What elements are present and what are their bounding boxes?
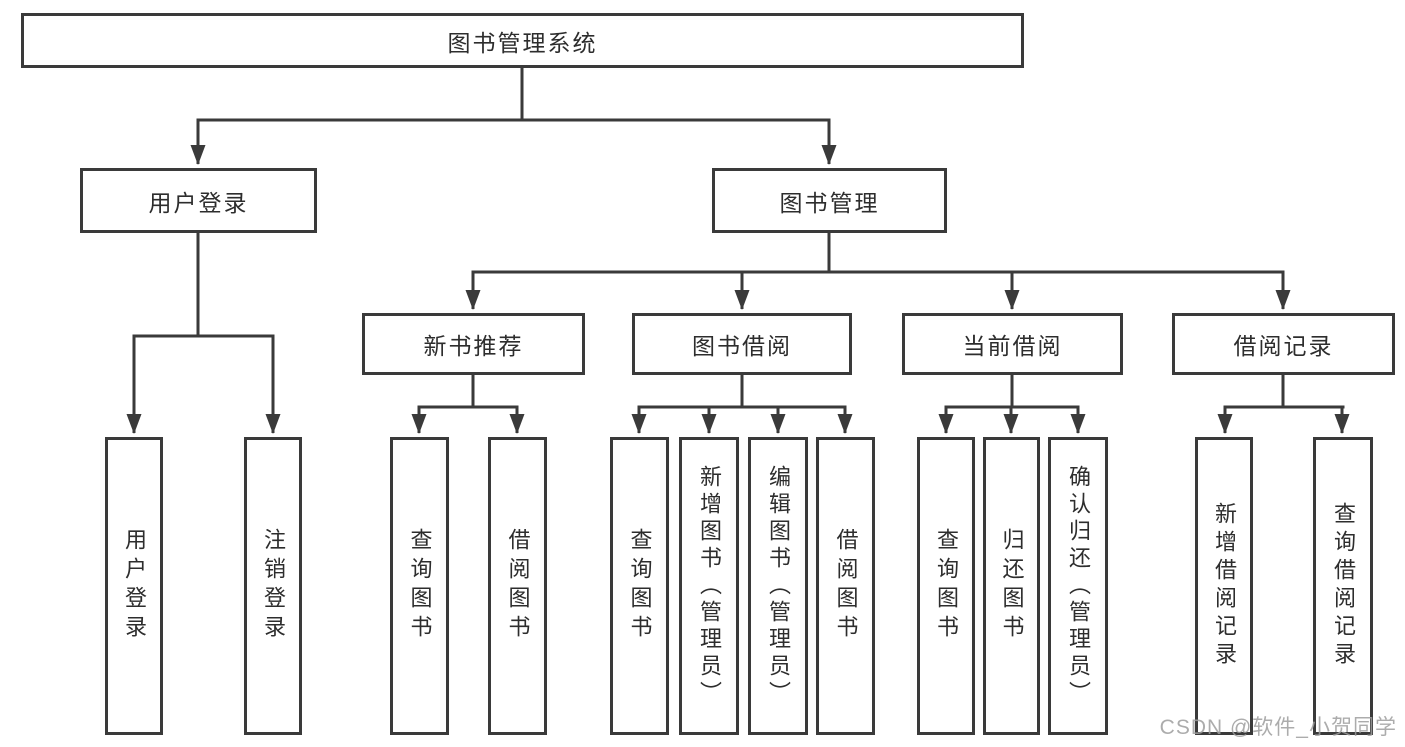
leaf-record-query: 查询借阅记录 — [1313, 437, 1373, 735]
node-current-borrow: 当前借阅 — [902, 313, 1123, 375]
leaf-borrow-borrow: 借阅图书 — [816, 437, 875, 735]
leaf-newbook-query: 查询图书 — [390, 437, 449, 735]
leaf-borrow-edit-admin: 编辑图书（管理员） — [748, 437, 808, 735]
leaf-current-return: 归还图书 — [983, 437, 1040, 735]
node-book-borrow: 图书借阅 — [632, 313, 852, 375]
leaf-record-add: 新增借阅记录 — [1195, 437, 1253, 735]
leaf-user-login: 用户登录 — [105, 437, 163, 735]
leaf-user-logout: 注销登录 — [244, 437, 302, 735]
csdn-watermark: CSDN @软件_小贺同学 — [1159, 716, 1397, 739]
node-user-login: 用户登录 — [80, 168, 317, 233]
leaf-current-confirm-admin: 确认归还（管理员） — [1048, 437, 1108, 735]
leaf-borrow-query: 查询图书 — [610, 437, 669, 735]
node-book-management: 图书管理 — [712, 168, 947, 233]
leaf-current-query: 查询图书 — [917, 437, 975, 735]
node-new-book-recommend: 新书推荐 — [362, 313, 585, 375]
leaf-newbook-borrow: 借阅图书 — [488, 437, 547, 735]
leaf-borrow-add-admin: 新增图书（管理员） — [679, 437, 739, 735]
node-borrow-records: 借阅记录 — [1172, 313, 1395, 375]
node-root: 图书管理系统 — [21, 13, 1024, 68]
